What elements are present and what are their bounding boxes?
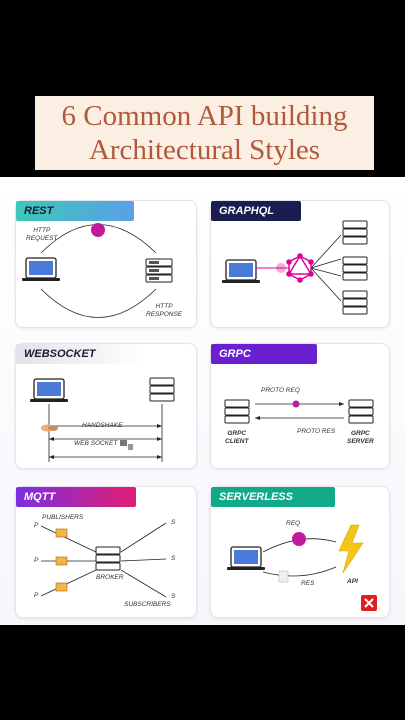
proto-req-label: PROTO REQ (261, 387, 300, 394)
s-label: S (171, 555, 176, 562)
message-icon (55, 556, 68, 566)
p-label: P (34, 522, 39, 529)
mqtt-diagram (40, 522, 167, 598)
subscribers-label: SUBSCRIBERS (124, 601, 171, 608)
server-icon (348, 399, 374, 424)
title-line-2: Architectural Styles (88, 134, 321, 166)
mqtt-card: MQTT PUBLISHERS BROKER SUBSCRIBERS P P P… (15, 486, 197, 618)
res-label: RES (301, 580, 315, 587)
lightning-bolt-icon (338, 524, 364, 574)
mqtt-label: MQTT (16, 487, 136, 507)
websocket-card: WEBSOCKET HANDSHAKE WEB SOCKET (15, 343, 197, 469)
socket-icon (120, 440, 133, 450)
p-label: P (34, 592, 39, 599)
broker-label: BROKER (96, 574, 124, 581)
document-icon (278, 570, 289, 583)
graphql-label: GRAPHQL (211, 201, 301, 221)
server-icon (149, 377, 175, 402)
rest-label: REST (16, 201, 134, 221)
title-banner: 6 Common API building Architectural Styl… (35, 96, 374, 170)
message-icon (55, 582, 68, 592)
websocket-label: WEBSOCKET (16, 344, 144, 364)
serverless-label: SERVERLESS (211, 487, 335, 507)
graphql-diagram (222, 220, 368, 315)
laptop-icon (30, 378, 68, 402)
proto-res-label: PROTO RES (297, 428, 336, 435)
serverless-diagram (227, 524, 377, 611)
server-icon (342, 220, 368, 245)
laptop-icon (227, 546, 265, 570)
grpc-diagram (224, 399, 374, 424)
serverless-card: SERVERLESS REQ RES API (210, 486, 390, 618)
laptop-icon (22, 257, 60, 281)
s-label: S (171, 593, 176, 600)
server-icon (342, 256, 368, 281)
publishers-label: PUBLISHERS (42, 514, 84, 521)
title-line-1: 6 Common API building (61, 100, 348, 132)
handshake-label: HANDSHAKE (82, 422, 123, 429)
message-icon (55, 528, 68, 538)
server-icon (224, 399, 250, 424)
api-label: API (347, 578, 358, 585)
proto-req-dot (292, 400, 300, 408)
graphql-icon (286, 253, 314, 283)
grpc-label: GRPC (211, 344, 317, 364)
handshake-icon (41, 424, 58, 432)
aws-lambda-icon (361, 595, 377, 611)
rest-diagram (22, 223, 173, 318)
server-icon (342, 290, 368, 315)
server-icon (95, 546, 121, 571)
web-socket-label: WEB SOCKET (74, 440, 118, 447)
laptop-icon (222, 259, 260, 283)
rest-request-dot (91, 223, 105, 237)
req-label: REQ (286, 520, 301, 527)
p-label: P (34, 557, 39, 564)
s-label: S (171, 519, 176, 526)
server-icon (145, 258, 173, 283)
websocket-diagram (30, 377, 175, 462)
req-dot (292, 532, 306, 546)
graphql-card: GRAPHQL (210, 200, 390, 328)
